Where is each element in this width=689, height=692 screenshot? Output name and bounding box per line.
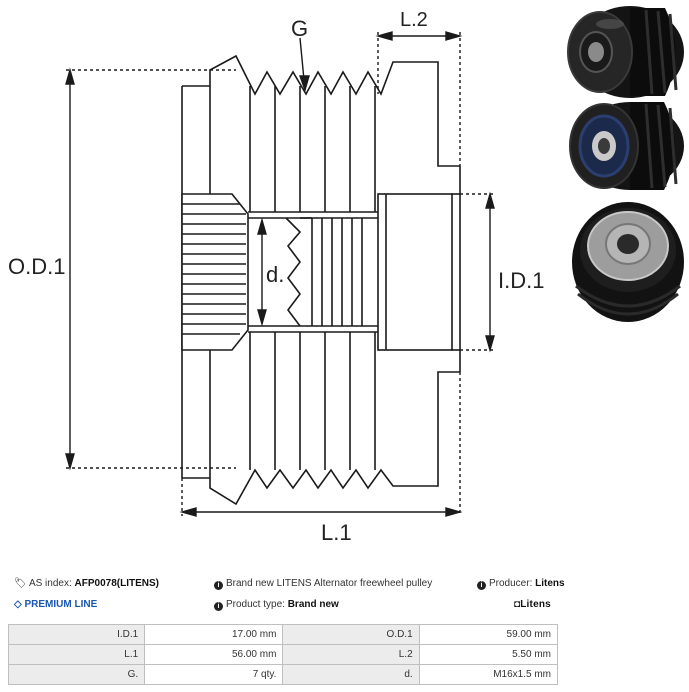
od1-label: O.D.1 xyxy=(8,254,65,279)
id1-arrow-bottom xyxy=(485,335,495,353)
spec-label: L.1 xyxy=(7,644,146,665)
producer-value: Litens xyxy=(535,578,565,589)
litens-logo: ◘Litens xyxy=(514,599,551,610)
spec-value: 7 qty. xyxy=(144,664,284,685)
as-index-label: AS index: xyxy=(28,578,72,589)
pulley-technical-drawing: G L.2 O.D.1 d. I.D.1 L.1 xyxy=(8,6,684,545)
table-row: L.1 56.00 mm L.2 5.50 mm xyxy=(7,644,559,665)
premium-line-badge: ◇ PREMIUM LINE xyxy=(14,599,97,610)
center-bore xyxy=(248,193,460,351)
specs-table: I.D.1 17.00 mm O.D.1 59.00 mm L.1 56.00 … xyxy=(7,624,559,685)
g-leader-line xyxy=(299,37,305,81)
l2-arrow-left xyxy=(375,31,393,41)
l1-arrow-left xyxy=(179,507,197,517)
l1-arrow-right xyxy=(445,507,463,517)
spec-value: 56.00 mm xyxy=(144,644,284,665)
spec-value: 5.50 mm xyxy=(418,644,559,665)
d-arrow-bottom xyxy=(257,309,267,327)
d-arrow-top xyxy=(257,217,267,235)
spec-value: M16x1.5 mm xyxy=(418,664,559,685)
od1-arrow-bottom xyxy=(65,453,75,471)
spec-value: 17.00 mm xyxy=(144,624,284,645)
diamond-icon: ◇ xyxy=(14,599,22,610)
premium-line-text: PREMIUM LINE xyxy=(24,599,98,610)
l1-label: L.1 xyxy=(321,520,352,545)
g-label: G xyxy=(291,16,308,41)
spec-label: G. xyxy=(7,664,146,685)
producer-label: Producer: xyxy=(489,578,533,589)
spline-hub xyxy=(181,193,249,351)
l2-label: L.2 xyxy=(400,9,428,31)
spec-label: I.D.1 xyxy=(7,624,146,645)
od1-arrow-top xyxy=(65,67,75,85)
l2-arrow-right xyxy=(445,31,463,41)
info-icon: i xyxy=(214,581,223,590)
product-photo-rear xyxy=(569,102,684,190)
spec-value: 59.00 mm xyxy=(418,624,559,645)
g-leader-arrow xyxy=(299,75,310,93)
as-index-value: AFP0078(LITENS) xyxy=(74,578,159,589)
logo-icon: ◘ xyxy=(514,599,521,610)
spec-label: O.D.1 xyxy=(282,624,420,645)
spec-label: L.2 xyxy=(282,644,420,665)
id1-arrow-top xyxy=(485,191,495,209)
d-label: d. xyxy=(266,262,284,287)
as-index: 🏷︎ AS index: AFP0078(LITENS) xyxy=(14,578,159,589)
id1-label: I.D.1 xyxy=(498,268,544,293)
table-row: G. 7 qty. d. M16x1.5 mm xyxy=(7,664,559,685)
info-icon: i xyxy=(477,581,486,590)
product-type-value: Brand new xyxy=(287,599,339,610)
spec-label: d. xyxy=(282,664,420,685)
product-type-label: Product type: xyxy=(226,599,285,610)
product-photo-hub xyxy=(572,202,684,322)
description-text: Brand new LITENS Alternator freewheel pu… xyxy=(226,578,433,589)
tag-icon: 🏷︎ xyxy=(14,578,27,589)
product-photo-front xyxy=(567,6,684,98)
info-icon: i xyxy=(214,602,223,611)
logo-text: Litens xyxy=(520,599,551,610)
table-row: I.D.1 17.00 mm O.D.1 59.00 mm xyxy=(7,624,559,645)
